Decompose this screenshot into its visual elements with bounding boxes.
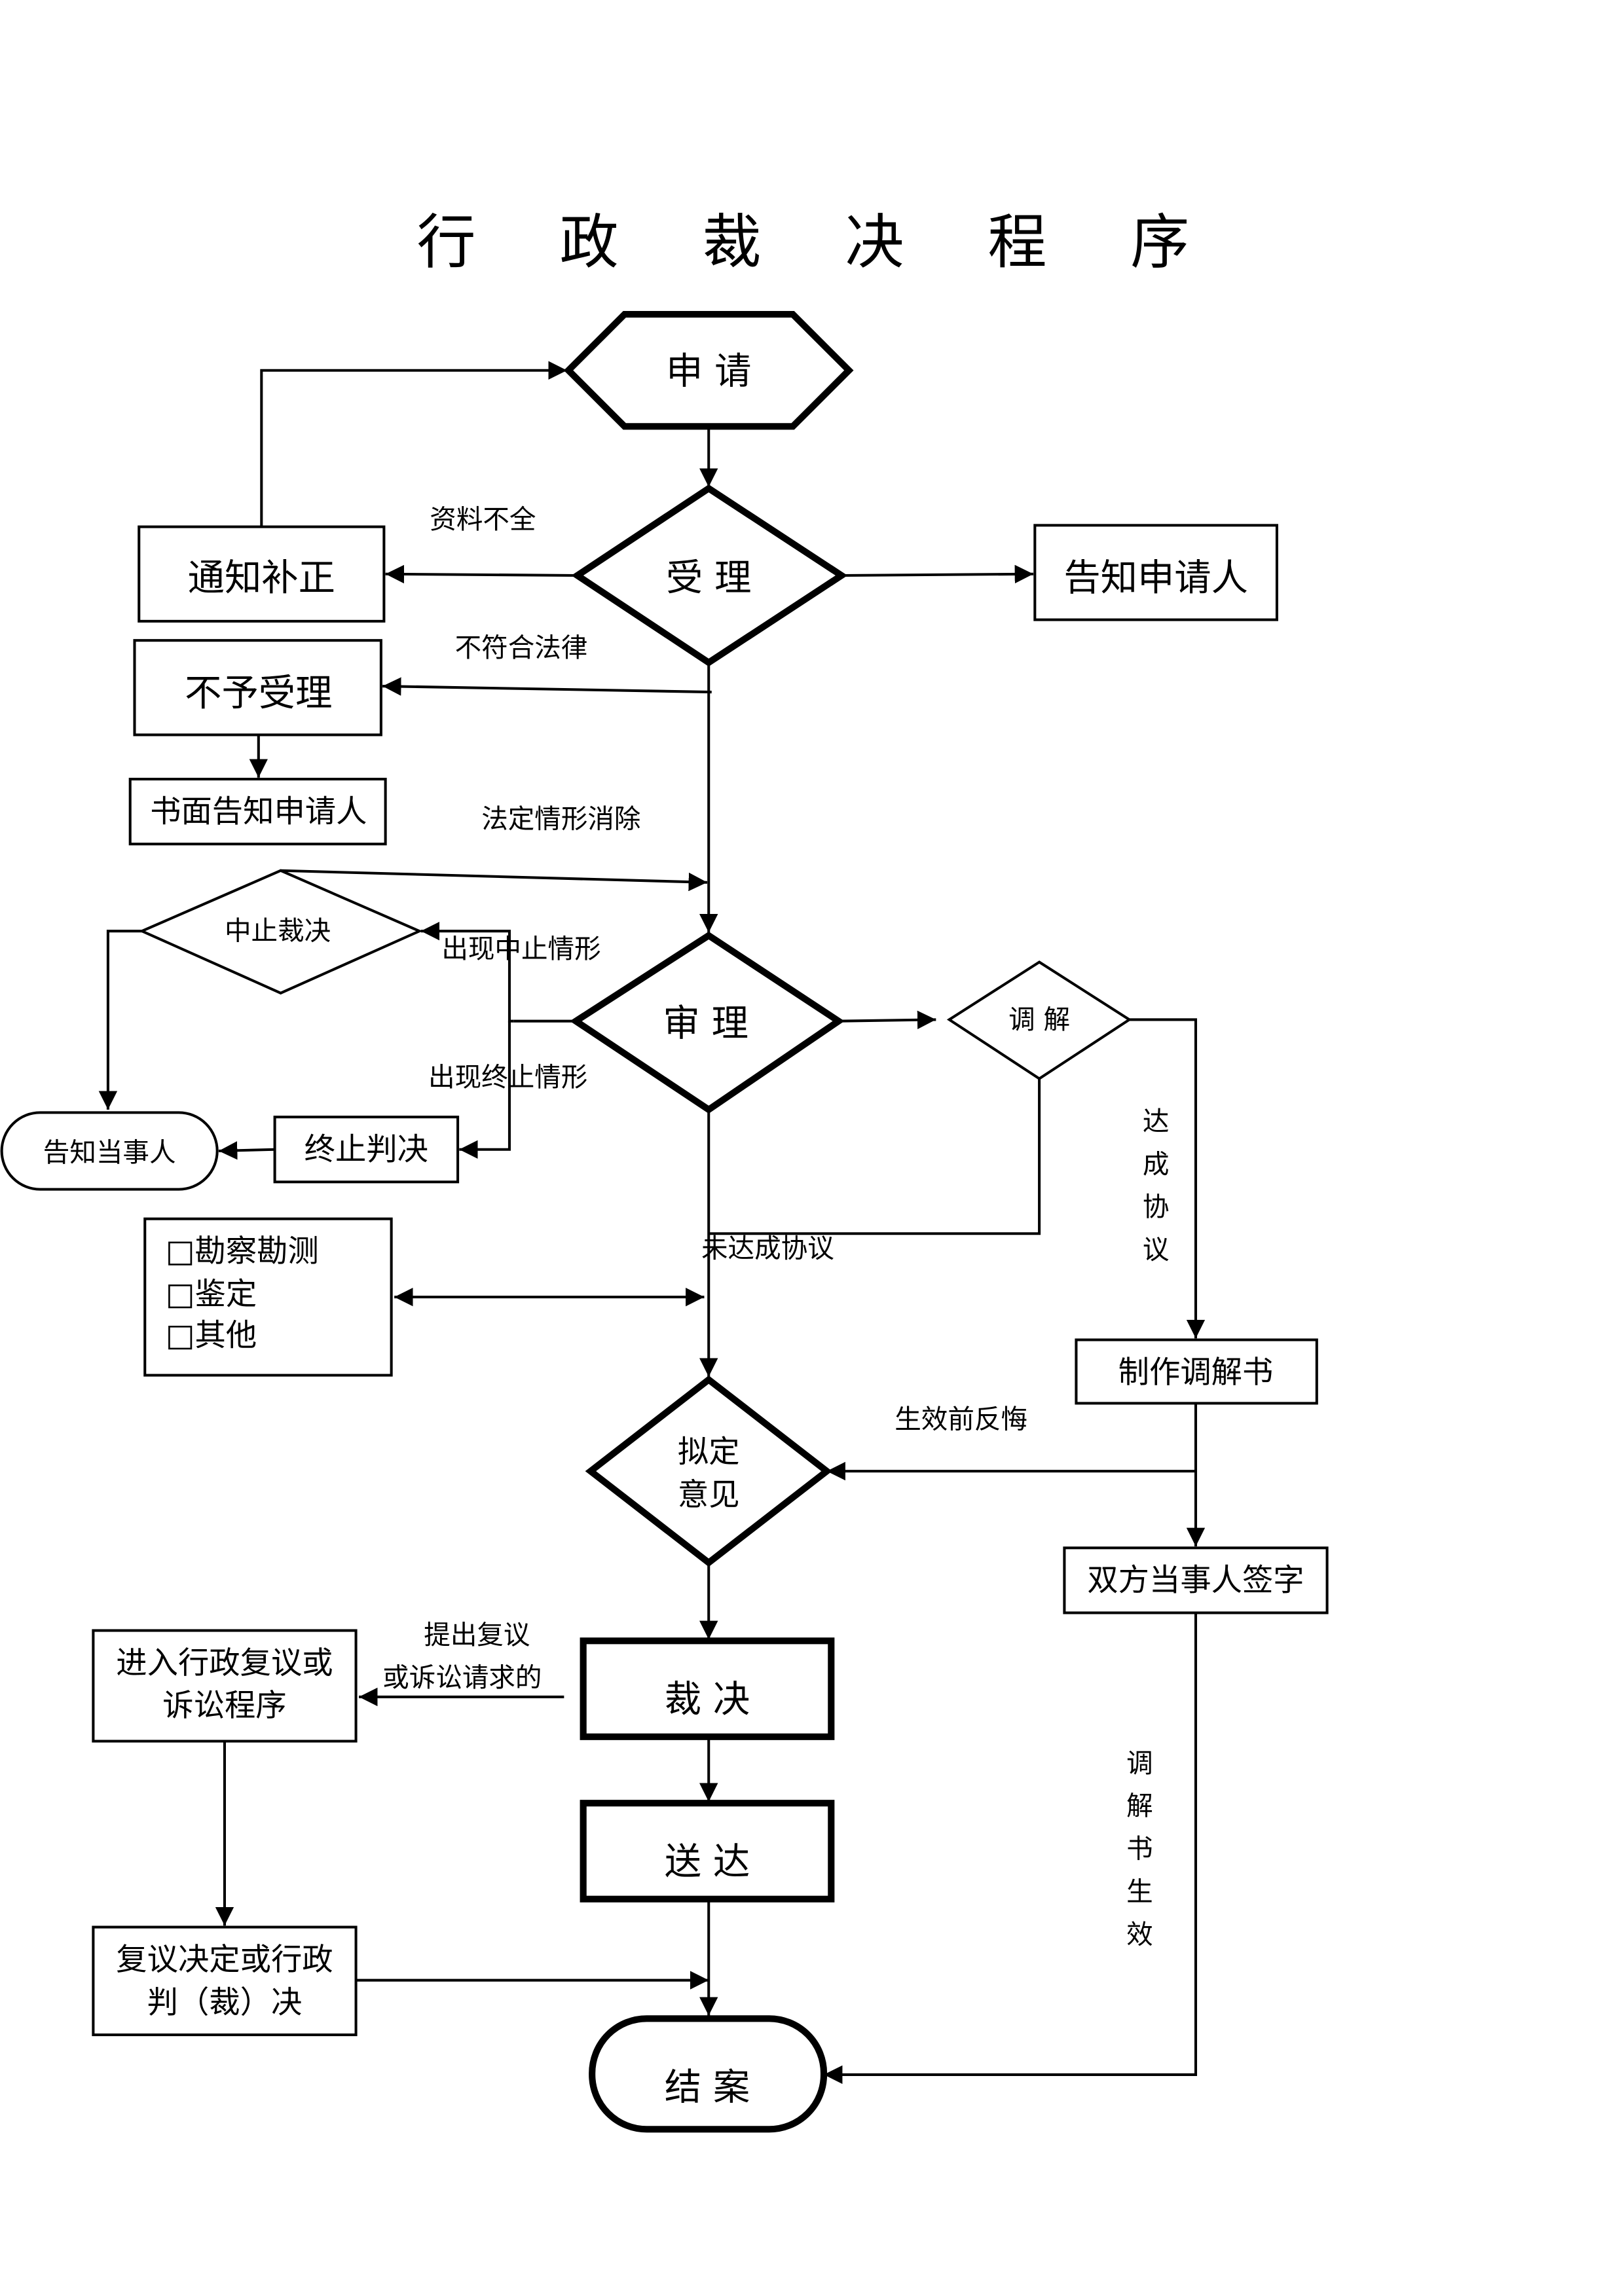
arrow-mediation-doc bbox=[1129, 1018, 1206, 1339]
node-apply: 申 请 bbox=[563, 311, 854, 430]
node-inform-parties: 告知当事人 bbox=[0, 1111, 219, 1191]
svg-text:制作调解书: 制作调解书 bbox=[1118, 1355, 1274, 1391]
svg-text:进入行政复议或: 进入行政复议或 bbox=[116, 1645, 333, 1681]
svg-text:协: 协 bbox=[1143, 1191, 1170, 1222]
svg-text:达: 达 bbox=[1143, 1105, 1170, 1137]
label-no-agreement: 未达成协议 bbox=[701, 1232, 834, 1264]
label-incomplete: 资料不全 bbox=[430, 503, 536, 535]
svg-text:调: 调 bbox=[1126, 1747, 1153, 1779]
svg-text:不予受理: 不予受理 bbox=[185, 672, 332, 714]
svg-text:成: 成 bbox=[1143, 1148, 1170, 1180]
node-mediation: 调 解 bbox=[946, 960, 1132, 1080]
arrow-sign-close bbox=[824, 1613, 1198, 2085]
svg-text:中止裁决: 中止裁决 bbox=[225, 915, 331, 947]
node-both-sign: 双方当事人签字 bbox=[1063, 1546, 1329, 1614]
arrow-hearing-suspend bbox=[420, 921, 514, 1023]
svg-text:告知申请人: 告知申请人 bbox=[1063, 557, 1248, 600]
node-delivery: 送 达 bbox=[580, 1800, 835, 1903]
arrow-notify-apply bbox=[260, 361, 567, 527]
label-removed: 法定情形消除 bbox=[481, 803, 640, 834]
arrow-suspend-inform-parties bbox=[98, 930, 142, 1110]
arrow-terminate-inform bbox=[218, 1141, 275, 1160]
svg-text:结 案: 结 案 bbox=[665, 2066, 750, 2109]
page-title: 行 政 裁 决 程 序 bbox=[416, 208, 1222, 277]
label-suspend-case: 出现中止情形 bbox=[441, 933, 600, 964]
svg-text:□其他: □其他 bbox=[166, 1318, 257, 1354]
svg-text:提出复议: 提出复议 bbox=[424, 1619, 530, 1650]
arrow-hearing-terminate bbox=[459, 1021, 511, 1159]
arrow-accept-reject bbox=[382, 677, 712, 696]
label-appeal: 提出复议 或诉讼请求的 bbox=[382, 1619, 542, 1693]
svg-text:生: 生 bbox=[1126, 1876, 1153, 1907]
label-effective: 调 解 书 生 效 bbox=[1126, 1747, 1153, 1950]
svg-text:终止判决: 终止判决 bbox=[304, 1132, 428, 1168]
svg-text:裁 决: 裁 决 bbox=[665, 1678, 750, 1721]
node-accept: 受 理 bbox=[571, 484, 848, 667]
svg-text:诉讼程序: 诉讼程序 bbox=[162, 1688, 286, 1724]
node-suspend: 中止裁决 bbox=[138, 869, 423, 995]
svg-text:双方当事人签字: 双方当事人签字 bbox=[1087, 1563, 1304, 1599]
label-agreement: 达 成 协 议 bbox=[1143, 1105, 1170, 1265]
svg-text:通知补正: 通知补正 bbox=[188, 557, 335, 600]
label-terminate-case: 出现终止情形 bbox=[428, 1061, 587, 1093]
node-notify-correction: 通知补正 bbox=[138, 525, 386, 623]
svg-text:效: 效 bbox=[1126, 1918, 1153, 1950]
label-regret: 生效前反悔 bbox=[895, 1404, 1027, 1435]
node-mediation-doc: 制作调解书 bbox=[1075, 1338, 1318, 1405]
svg-text:□鉴定: □鉴定 bbox=[166, 1276, 257, 1312]
svg-text:□勘察勘测: □勘察勘测 bbox=[166, 1233, 319, 1269]
node-written-notice: 书面告知申请人 bbox=[128, 778, 387, 846]
svg-text:或诉讼请求的: 或诉讼请求的 bbox=[382, 1662, 542, 1693]
node-reject: 不予受理 bbox=[133, 639, 382, 737]
svg-text:意见: 意见 bbox=[678, 1477, 740, 1513]
node-investigation: □勘察勘测 □鉴定 □其他 bbox=[143, 1217, 393, 1377]
svg-text:调 解: 调 解 bbox=[1008, 1004, 1070, 1035]
svg-text:送 达: 送 达 bbox=[665, 1840, 750, 1883]
label-illegal: 不符合法律 bbox=[455, 632, 588, 663]
svg-text:告知当事人: 告知当事人 bbox=[43, 1137, 176, 1168]
svg-text:书: 书 bbox=[1126, 1833, 1153, 1865]
arrow-accept-inform bbox=[841, 564, 1034, 584]
node-proposal: 拟定 意见 bbox=[585, 1375, 832, 1567]
node-terminate: 终止判决 bbox=[273, 1116, 460, 1184]
node-close: 结 案 bbox=[589, 2015, 828, 2133]
node-hearing: 审 理 bbox=[570, 931, 845, 1114]
node-review-decision: 复议决定或行政 判（裁）决 bbox=[92, 1925, 358, 2037]
svg-text:拟定: 拟定 bbox=[678, 1434, 740, 1470]
line-no-agreement bbox=[709, 1078, 1041, 1235]
svg-text:议: 议 bbox=[1143, 1234, 1170, 1266]
node-ruling: 裁 决 bbox=[580, 1637, 835, 1740]
node-inform-applicant: 告知申请人 bbox=[1033, 524, 1278, 621]
arrow-hearing-mediation bbox=[838, 1010, 936, 1030]
svg-text:书面告知申请人: 书面告知申请人 bbox=[150, 793, 367, 829]
arrow-suspend-hearing bbox=[280, 869, 708, 892]
svg-text:判（裁）决: 判（裁）决 bbox=[147, 1984, 303, 2020]
svg-text:复议决定或行政: 复议决定或行政 bbox=[116, 1942, 333, 1978]
svg-text:审 理: 审 理 bbox=[663, 1002, 748, 1045]
svg-text:受 理: 受 理 bbox=[666, 557, 752, 600]
svg-text:解: 解 bbox=[1126, 1790, 1153, 1821]
node-review-litigation: 进入行政复议或 诉讼程序 bbox=[92, 1629, 358, 1743]
svg-text:申 请: 申 请 bbox=[666, 350, 752, 393]
arrow-accept-notify bbox=[385, 564, 578, 584]
